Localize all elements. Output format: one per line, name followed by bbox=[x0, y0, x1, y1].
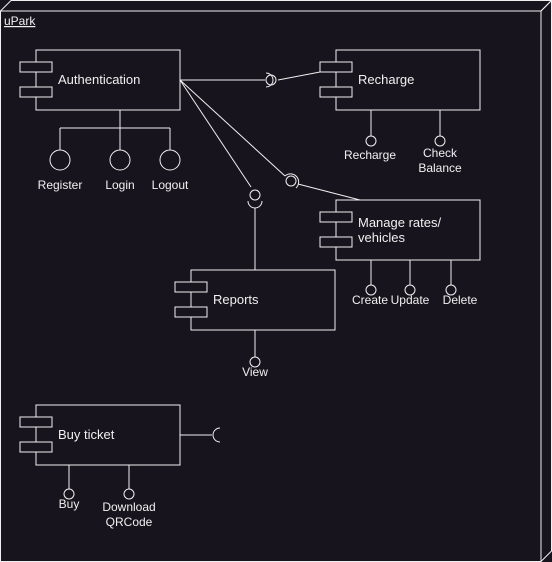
interface-label-buy: Buy bbox=[59, 497, 80, 511]
component-reports[interactable] bbox=[174, 269, 336, 331]
interface-label-view: View bbox=[242, 365, 268, 379]
component-label-reports: Reports bbox=[213, 292, 259, 307]
connectors bbox=[59, 71, 452, 489]
interface-label-check-line2: Balance bbox=[418, 161, 462, 175]
component-authentication[interactable] bbox=[19, 49, 181, 111]
interface-label-login: Login bbox=[105, 178, 134, 192]
interface-label-check-line1: Check bbox=[423, 146, 458, 160]
socket-icons bbox=[212, 72, 300, 443]
component-label-manage-line2: vehicles bbox=[358, 230, 405, 245]
interface-label-update: Update bbox=[391, 293, 430, 307]
interface-label-register: Register bbox=[38, 178, 83, 192]
interface-label-logout: Logout bbox=[152, 178, 189, 192]
component-manage-rates-vehicles[interactable] bbox=[319, 199, 481, 261]
component-recharge[interactable] bbox=[319, 49, 481, 111]
component-label-manage-line1: Manage rates/ bbox=[358, 215, 441, 230]
interface-label-recharge: Recharge bbox=[344, 148, 396, 162]
component-label-buy-ticket: Buy ticket bbox=[58, 427, 115, 442]
interface-label-delete: Delete bbox=[443, 293, 478, 307]
component-label-authentication: Authentication bbox=[58, 72, 140, 87]
interface-label-download-line2: QRCode bbox=[106, 515, 153, 529]
interface-label-download-line1: Download bbox=[102, 500, 155, 514]
interface-label-create: Create bbox=[352, 293, 388, 307]
package-title: uPark bbox=[4, 14, 36, 28]
component-buy-ticket[interactable] bbox=[19, 404, 181, 466]
lollipop-icons bbox=[49, 135, 457, 500]
component-label-recharge: Recharge bbox=[358, 72, 414, 87]
